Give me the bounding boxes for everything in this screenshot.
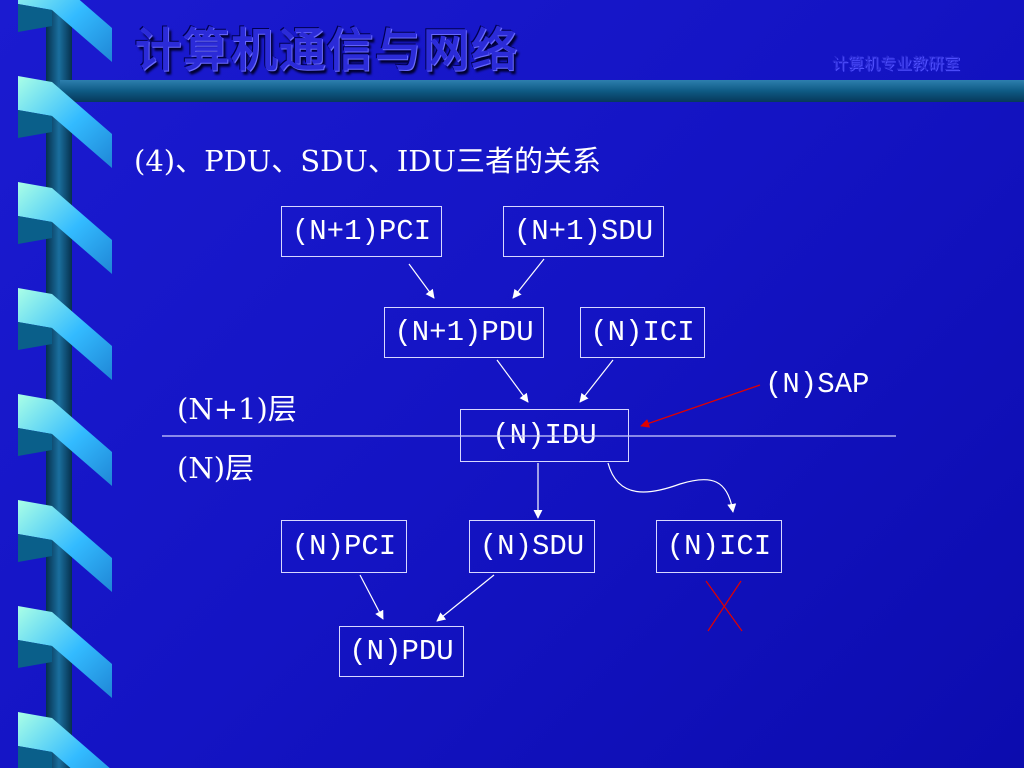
spiral-ribbon-shadow — [18, 110, 52, 138]
upper-layer-label: (N+1)层 — [177, 392, 297, 426]
spiral-ribbon-shadow — [18, 4, 52, 32]
node-n-pci: (N)PCI — [281, 520, 407, 573]
node-n1-pdu: (N+1)PDU — [384, 307, 544, 358]
spiral-ribbon — [18, 0, 112, 62]
spiral-ribbon — [18, 288, 112, 380]
slide-subtitle: 计算机专业教研室 — [832, 54, 961, 73]
node-n-idu: (N)IDU — [460, 409, 629, 462]
sap-label: (N)SAP — [765, 368, 870, 401]
spiral-ribbon-shadow — [18, 640, 52, 668]
section-heading: (4)、PDU、SDU、IDU三者的关系 — [134, 144, 601, 178]
spiral-ribbon-shadow — [18, 534, 52, 562]
spiral-ribbon-shadow — [18, 322, 52, 350]
spiral-ribbon — [18, 76, 112, 168]
spiral-ribbon-shadow — [18, 216, 52, 244]
spiral-ribbon — [18, 712, 110, 768]
header-bar — [60, 80, 1024, 102]
spiral-ribbon — [18, 394, 112, 486]
node-n1-sdu: (N+1)SDU — [503, 206, 664, 257]
node-n-ici-bottom: (N)ICI — [656, 520, 782, 573]
node-n-sdu: (N)SDU — [469, 520, 595, 573]
node-n-ici-top: (N)ICI — [580, 307, 705, 358]
node-n1-pci: (N+1)PCI — [281, 206, 442, 257]
spiral-ribbon — [18, 606, 112, 698]
spiral-ribbon — [18, 500, 112, 592]
spiral-ribbon-shadow — [18, 746, 52, 768]
node-n-pdu: (N)PDU — [339, 626, 464, 677]
slide-title: 计算机通信与网络 — [135, 23, 519, 77]
spiral-ribbon — [18, 182, 112, 274]
lower-layer-label: (N)层 — [177, 451, 255, 485]
spiral-ribbon-shadow — [18, 428, 52, 456]
